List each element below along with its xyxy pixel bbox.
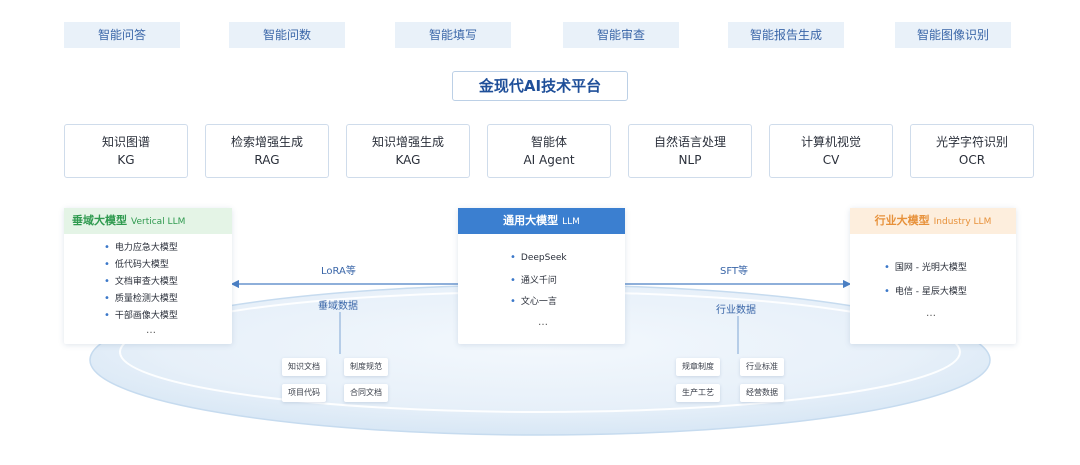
data-tag-project-code: 项目代码 <box>282 384 326 402</box>
bullet-icon: • <box>510 275 516 286</box>
tech-rag: 检索增强生成 RAG <box>205 124 329 178</box>
vertical-data-label: 垂域数据 <box>318 301 358 312</box>
general-more: … <box>538 317 548 328</box>
industry-llm-list: • 国网 - 光明大模型 • 电信 - 星辰大模型 <box>850 234 1016 308</box>
data-tag-contract-docs: 合同文档 <box>344 384 388 402</box>
tech-kg-en: KG <box>117 153 135 167</box>
tech-ocr-cn: 光学字符识别 <box>935 135 1008 149</box>
tech-ai-agent: 智能体 AI Agent <box>487 124 611 178</box>
tech-cv-en: CV <box>822 153 840 167</box>
industry-more: … <box>926 308 936 319</box>
vertical-item-label: 质量检测大模型 <box>114 294 178 304</box>
industry-data-label: 行业数据 <box>716 305 756 316</box>
tech-ai-agent-en: AI Agent <box>523 153 575 167</box>
list-item: • 文心一言 <box>510 294 625 315</box>
tech-kag-en: KAG <box>395 153 421 167</box>
bullet-icon: • <box>884 286 890 297</box>
lora-label: LoRA等 <box>321 266 356 277</box>
vertical-llm-list: • 电力应急大模型 • 低代码大模型 • 文档审查大模型 • 质量检测大模型 • 干部画像… <box>64 234 232 325</box>
sft-label: SFT等 <box>720 266 749 277</box>
vertical-item-label: 文档审查大模型 <box>114 277 178 287</box>
tech-kg: 知识图谱 KG <box>64 124 188 178</box>
general-llm-list: • DeepSeek • 通义千问 • 文心一言 <box>458 234 625 315</box>
data-tag-regulations: 制度规范 <box>344 358 388 376</box>
app-smart-fill: 智能填写 <box>395 22 511 48</box>
list-item: • 国网 - 光明大模型 <box>884 260 1016 284</box>
general-item-label: DeepSeek <box>520 253 567 263</box>
data-tag-industry-standards: 行业标准 <box>740 358 784 376</box>
bullet-icon: • <box>884 262 890 273</box>
platform-title: 金现代AI技术平台 <box>452 71 628 101</box>
list-item: • DeepSeek <box>510 252 625 273</box>
data-tag-knowledge-docs: 知识文档 <box>282 358 326 376</box>
tech-ocr: 光学字符识别 OCR <box>910 124 1034 178</box>
list-item: • 电力应急大模型 <box>104 240 232 257</box>
tech-rag-cn: 检索增强生成 <box>230 135 303 149</box>
industry-llm-title: 行业大模型 <box>874 214 930 227</box>
bullet-icon: • <box>104 293 110 304</box>
bullet-icon: • <box>104 259 110 270</box>
tech-cv-cn: 计算机视觉 <box>800 135 861 149</box>
bullet-icon: • <box>104 310 110 321</box>
tech-cv: 计算机视觉 CV <box>769 124 893 178</box>
app-smart-review: 智能审查 <box>563 22 679 48</box>
bullet-icon: • <box>104 276 110 287</box>
general-item-label: 文心一言 <box>520 297 557 307</box>
vertical-item-label: 低代码大模型 <box>114 260 169 270</box>
data-tag-production-process: 生产工艺 <box>676 384 720 402</box>
list-item: • 低代码大模型 <box>104 257 232 274</box>
tech-rag-en: RAG <box>254 153 280 167</box>
tech-nlp-en: NLP <box>678 153 702 167</box>
data-tag-operating-data: 经营数据 <box>740 384 784 402</box>
vertical-more: … <box>146 325 156 336</box>
industry-item-label: 电信 - 星辰大模型 <box>894 287 967 297</box>
bullet-icon: • <box>510 296 516 307</box>
vertical-llm-box: 垂域大模型 Vertical LLM • 电力应急大模型 • 低代码大模型 • 文档审查… <box>64 208 232 344</box>
tech-nlp-cn: 自然语言处理 <box>653 135 726 149</box>
tech-kag-cn: 知识增强生成 <box>371 135 444 149</box>
list-item: • 干部画像大模型 <box>104 308 232 325</box>
vertical-llm-header: 垂域大模型 Vertical LLM <box>64 208 232 234</box>
vertical-item-label: 干部画像大模型 <box>114 311 178 321</box>
list-item: • 电信 - 星辰大模型 <box>884 284 1016 308</box>
vertical-llm-subtitle: Vertical LLM <box>131 217 186 227</box>
app-smart-image-recognition: 智能图像识别 <box>895 22 1011 48</box>
industry-llm-subtitle: Industry LLM <box>933 217 992 227</box>
app-smart-data-query: 智能问数 <box>229 22 345 48</box>
bullet-icon: • <box>510 252 516 263</box>
app-smart-report: 智能报告生成 <box>728 22 844 48</box>
general-item-label: 通义千问 <box>520 276 557 286</box>
vertical-item-label: 电力应急大模型 <box>114 243 178 253</box>
general-llm-title: 通用大模型 <box>503 214 559 227</box>
vertical-llm-title: 垂域大模型 <box>72 214 127 227</box>
bullet-icon: • <box>104 242 110 253</box>
tech-nlp: 自然语言处理 NLP <box>628 124 752 178</box>
general-llm-subtitle: LLM <box>562 217 580 227</box>
tech-kag: 知识增强生成 KAG <box>346 124 470 178</box>
list-item: • 通义千问 <box>510 273 625 294</box>
tech-kg-cn: 知识图谱 <box>101 135 150 149</box>
app-smart-qa: 智能问答 <box>64 22 180 48</box>
list-item: • 文档审查大模型 <box>104 274 232 291</box>
industry-item-label: 国网 - 光明大模型 <box>894 263 967 273</box>
tech-ocr-en: OCR <box>958 153 986 167</box>
list-item: • 质量检测大模型 <box>104 291 232 308</box>
tech-ai-agent-cn: 智能体 <box>530 135 567 149</box>
data-tag-rules: 规章制度 <box>676 358 720 376</box>
